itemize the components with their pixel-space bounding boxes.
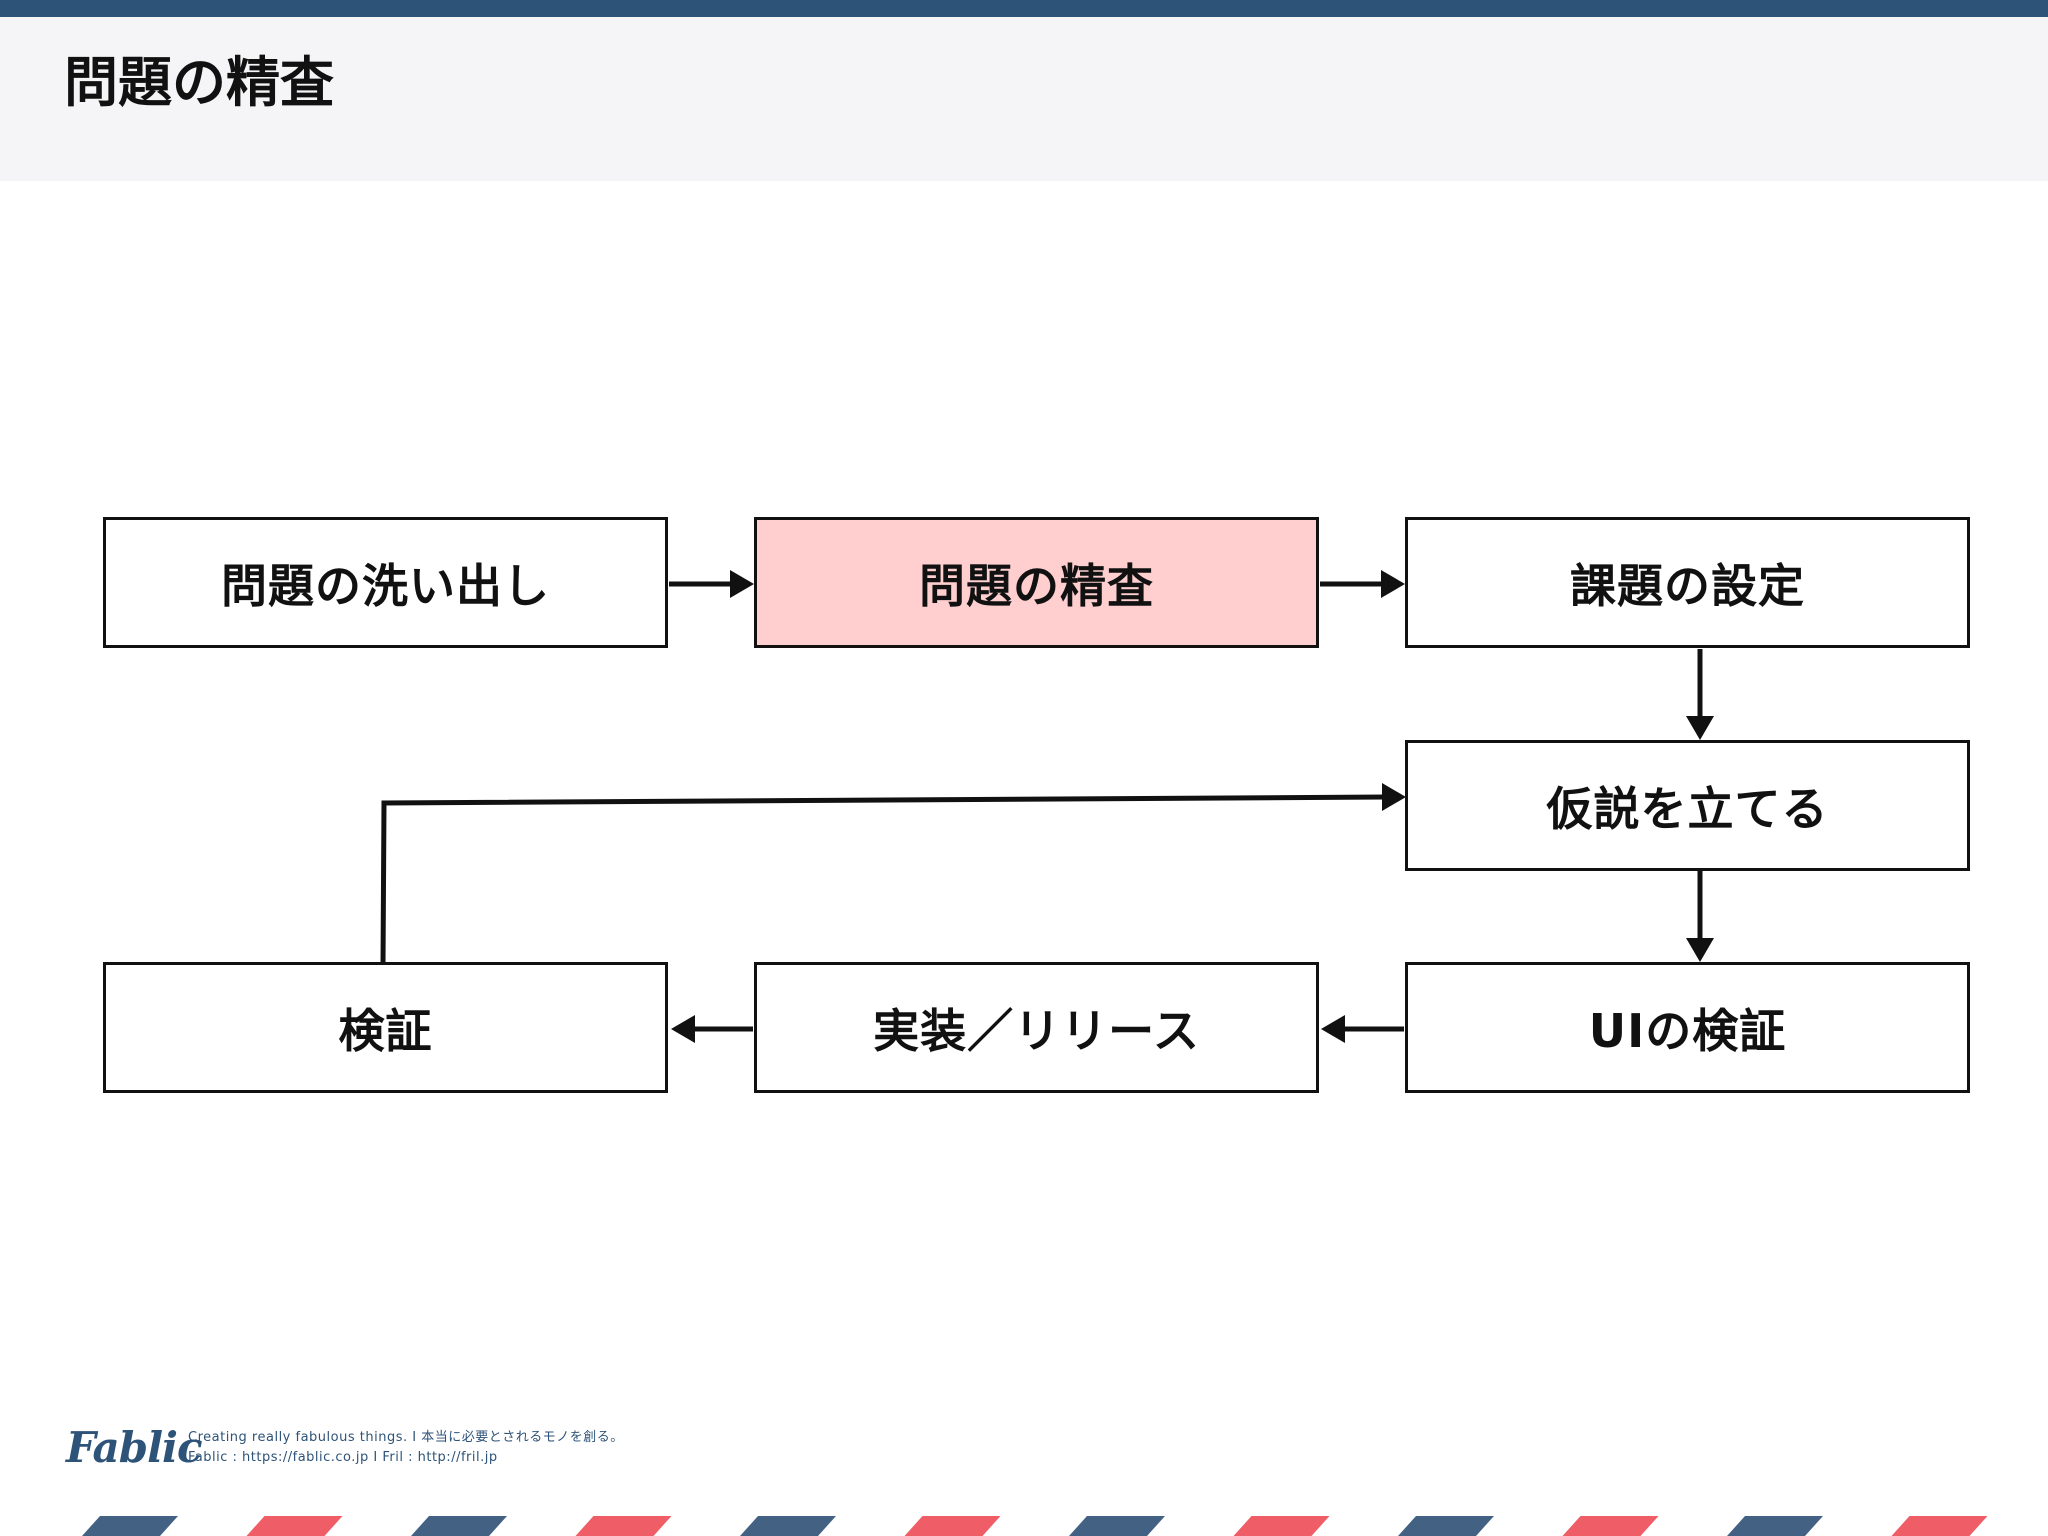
page-title: 問題の精査 (64, 51, 334, 114)
header-band (0, 17, 2048, 181)
airmail-stripe-border (82, 1516, 1988, 1536)
stripe-segment (1562, 1516, 1659, 1536)
node-identify-problems: 問題の洗い出し (103, 517, 668, 648)
node-hypothesis: 仮説を立てる (1405, 740, 1970, 871)
node-scrutinize-problems: 問題の精査 (754, 517, 1319, 648)
node-label: 問題の洗い出し (221, 558, 550, 613)
footer-tagline: Creating really fabulous things. Ⅰ 本当に必要… (188, 1430, 624, 1445)
node-label: UIの検証 (1588, 1003, 1787, 1058)
node-label: 仮説を立てる (1546, 781, 1829, 836)
stripe-segment (246, 1516, 343, 1536)
arrowhead-identify-to-scrutinize (730, 570, 754, 598)
stripe-segment (1727, 1516, 1823, 1536)
stripe-segment (411, 1516, 507, 1536)
node-verification: 検証 (103, 962, 668, 1093)
stripe-segment (904, 1516, 1001, 1536)
stripe-segment (740, 1516, 836, 1536)
fablic-logo: Fablic (66, 1423, 203, 1472)
node-set-issue: 課題の設定 (1405, 517, 1970, 648)
node-label: 課題の設定 (1570, 558, 1805, 613)
node-ui-verification: UIの検証 (1405, 962, 1970, 1093)
arrowhead-set-issue-to-hypothesis (1686, 716, 1714, 740)
stripe-segment (1891, 1516, 1988, 1536)
arrowhead-hypothesis-to-ui-verify (1686, 938, 1714, 962)
node-implement-release: 実装／リリース (754, 962, 1319, 1093)
footer-links: Fablic : https://fablic.co.jp Ⅰ Fril : h… (188, 1450, 498, 1465)
arrow-verify-to-hypothesis (380, 794, 1387, 966)
node-label: 問題の精査 (919, 558, 1154, 613)
arrowhead-ui-verify-to-implement (1321, 1015, 1345, 1043)
stripe-segment (1069, 1516, 1165, 1536)
node-label: 実装／リリース (873, 1003, 1200, 1058)
arrowhead-implement-to-verify (671, 1015, 695, 1043)
stripe-segment (1398, 1516, 1494, 1536)
node-label: 検証 (338, 1003, 433, 1058)
stripe-segment (575, 1516, 672, 1536)
top-accent-bar (0, 0, 2048, 17)
stripe-segment (82, 1516, 178, 1536)
arrowhead-verify-to-hypothesis (1382, 783, 1406, 811)
stripe-segment (1233, 1516, 1330, 1536)
arrowhead-scrutinize-to-set-issue (1381, 570, 1405, 598)
